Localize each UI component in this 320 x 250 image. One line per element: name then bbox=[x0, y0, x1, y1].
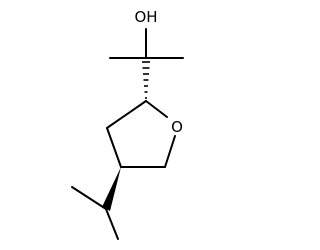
bond-c2-c3 bbox=[106, 100, 147, 129]
bond-o-c2 bbox=[145, 100, 168, 118]
bond-c5-o bbox=[164, 135, 176, 168]
structure-canvas: OH O bbox=[71, 8, 184, 240]
bond-iso-ch-methyl-right bbox=[105, 208, 119, 240]
bond-iso-ch-methyl-left bbox=[71, 186, 107, 210]
skeletal-formula: OH O bbox=[71, 8, 184, 240]
hydroxyl-label: OH bbox=[134, 8, 157, 26]
solid-wedge-bond bbox=[102, 167, 121, 211]
bond-c3-c4 bbox=[106, 127, 122, 168]
hashed-wedge-bond bbox=[142, 61, 150, 99]
ring-oxygen-label: O bbox=[171, 118, 183, 136]
